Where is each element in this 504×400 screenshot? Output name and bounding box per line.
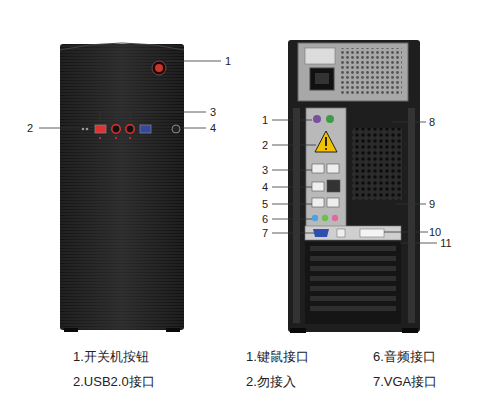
callout-number: 4	[262, 181, 268, 193]
callout-number: 8	[429, 116, 435, 128]
callout-number: 2	[27, 122, 33, 134]
callout-number: 2	[262, 139, 268, 151]
legend-text: 1.开关机按钮	[73, 350, 149, 364]
callout-number: 4	[210, 122, 216, 134]
legend-text: 2.勿接入	[246, 375, 296, 389]
callout-number: 6	[262, 213, 268, 225]
callout-number: 7	[262, 227, 268, 239]
callout-number: 9	[429, 198, 435, 210]
back-case	[288, 40, 420, 333]
legend-text: 1.键鼠接口	[246, 350, 309, 364]
callout-number: 3	[210, 106, 216, 118]
legend-text: 2.USB2.0接口	[73, 375, 155, 389]
callout-number: 1	[225, 55, 231, 67]
legend-text: 6.音频接口	[373, 350, 436, 364]
callout-number: 11	[440, 237, 451, 249]
callout-number: 3	[262, 164, 268, 176]
legend-text: 7.VGA接口	[373, 375, 437, 389]
front-case	[60, 43, 184, 332]
callout-number: 10	[429, 226, 441, 238]
leader-lines	[272, 120, 437, 243]
callout-number: 1	[262, 114, 268, 126]
leader-lines	[39, 61, 221, 128]
callout-number: 5	[262, 198, 268, 210]
